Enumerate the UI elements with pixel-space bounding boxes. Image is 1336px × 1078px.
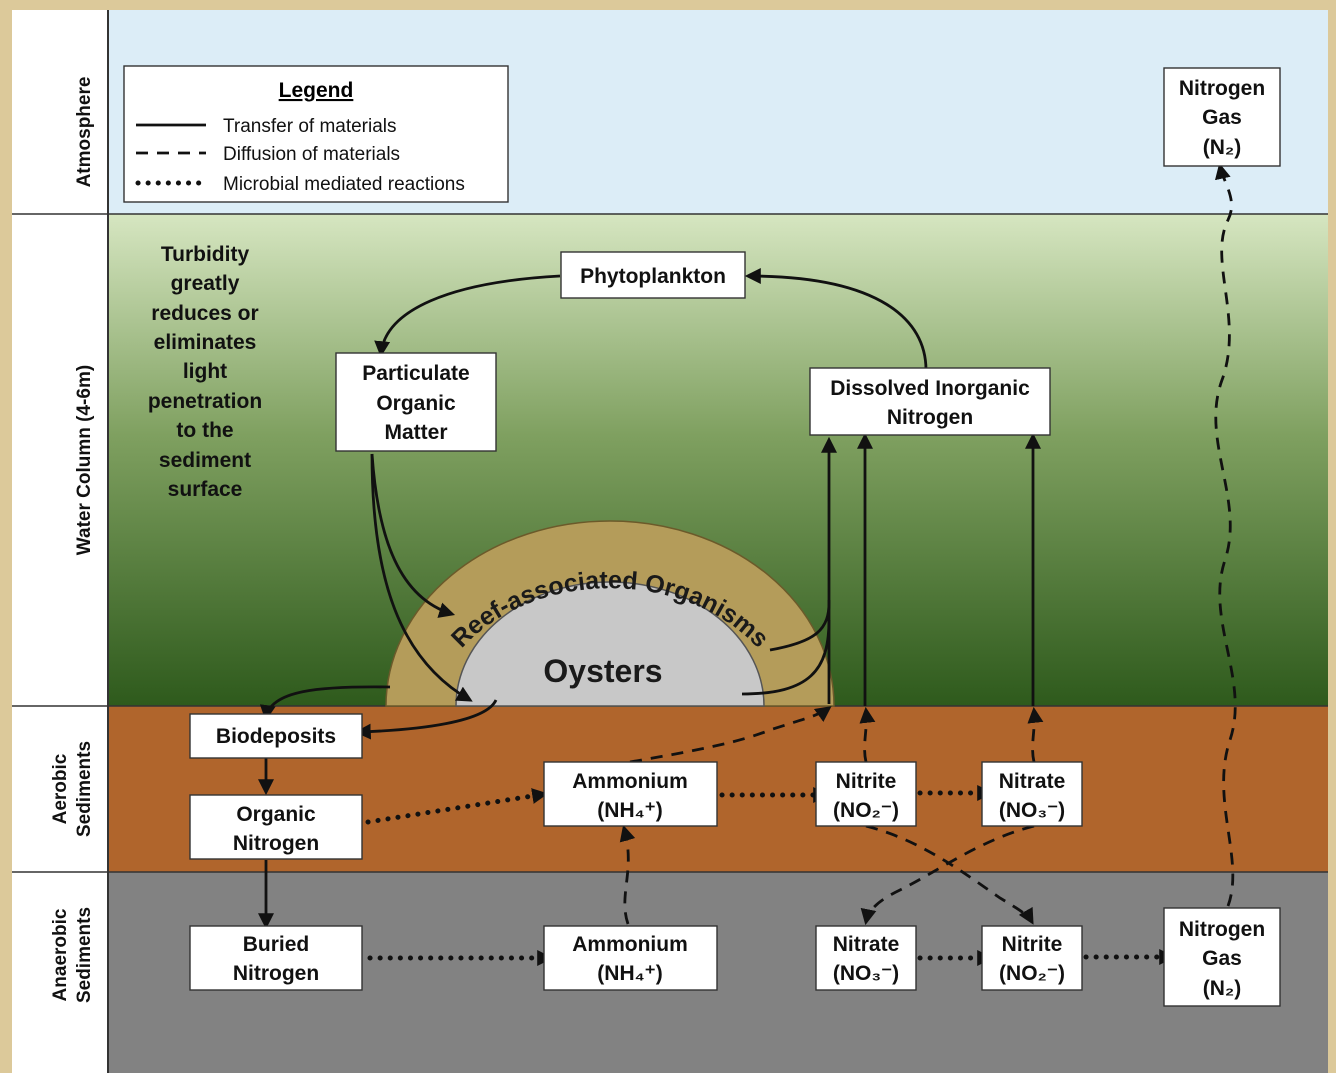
legend-title: Legend xyxy=(279,79,354,102)
dashed-nitrite-to-water xyxy=(859,706,876,763)
n2-atm-label: Nitrogen xyxy=(1179,77,1265,100)
box-biodeposits: Biodeposits xyxy=(189,713,363,759)
pom-label: Matter xyxy=(384,421,447,444)
dashed-nitrate-to-water xyxy=(1027,706,1044,763)
box-buried-nitrogen: Buried Nitrogen xyxy=(189,925,363,991)
legend-microbial-label: Microbial mediated reactions xyxy=(223,174,465,195)
buried-nitrogen-label: Buried xyxy=(243,933,310,956)
nitrate-label: Nitrate xyxy=(999,770,1066,793)
box-dissolved-inorganic-nitrogen: Dissolved Inorganic Nitrogen xyxy=(809,367,1051,436)
dashed-nitrate-down-to-nitrate xyxy=(860,824,1035,926)
zone-label-anaerobic: Anaerobic xyxy=(50,908,71,1001)
label-column xyxy=(12,10,108,1073)
nitrate-formula: (NO₃⁻) xyxy=(833,962,899,985)
organic-nitrogen-label: Nitrogen xyxy=(233,832,319,855)
arrow-phytoplankton-to-pom xyxy=(374,274,561,358)
n2-sed-label: Nitrogen xyxy=(1179,918,1265,941)
turbidity-line: sediment xyxy=(159,449,251,472)
arrow-oysters-to-biodeposits xyxy=(354,699,498,740)
biodeposits-label: Biodeposits xyxy=(216,725,336,748)
turbidity-line: Turbidity xyxy=(161,243,250,266)
transfer-arrows xyxy=(258,268,1041,930)
organic-nitrogen-label: Organic xyxy=(236,803,316,826)
dashed-n2-to-atmosphere xyxy=(1214,162,1237,907)
dashed-ammonium-to-water xyxy=(629,706,832,764)
nitrite-formula: (NO₂⁻) xyxy=(833,799,899,822)
dashed-nitrite-down-to-nitrite xyxy=(865,824,1034,925)
box-nitrogen-gas-atmosphere: Nitrogen Gas (N₂) xyxy=(1163,67,1281,167)
arrow-pom-to-reef-organisms xyxy=(370,453,456,618)
box-nitrite-aerobic: Nitrite (NO₂⁻) xyxy=(815,761,917,827)
arrow-din-to-phytoplankton xyxy=(744,268,928,371)
legend-box xyxy=(123,65,509,203)
ammonium-label: Ammonium xyxy=(572,770,688,793)
nitrite-formula: (NO₂⁻) xyxy=(999,962,1065,985)
pom-label: Organic xyxy=(376,392,456,415)
turbidity-note: Turbidity greatly reduces or eliminates … xyxy=(148,243,262,501)
ammonium-formula: (NH₄⁺) xyxy=(597,799,662,822)
turbidity-line: penetration xyxy=(148,390,262,413)
box-particulate-organic-matter: Particulate Organic Matter xyxy=(335,352,497,452)
phytoplankton-label: Phytoplankton xyxy=(580,265,726,288)
box-organic-nitrogen: Organic Nitrogen xyxy=(189,794,363,860)
arrow-pom-to-oysters xyxy=(370,453,473,702)
legend-transfer-label: Transfer of materials xyxy=(223,116,397,137)
buried-nitrogen-label: Nitrogen xyxy=(233,962,319,985)
box-phytoplankton: Phytoplankton xyxy=(560,251,746,299)
nitrite-label: Nitrite xyxy=(836,770,897,793)
oyster-reef: Reef-associated Organisms Oysters xyxy=(385,520,835,707)
nitrate-label: Nitrate xyxy=(833,933,900,956)
turbidity-line: reduces or xyxy=(151,302,258,325)
pom-label: Particulate xyxy=(362,362,469,385)
ammonium-formula: (NH₄⁺) xyxy=(597,962,662,985)
nitrate-formula: (NO₃⁻) xyxy=(999,799,1065,822)
zone-label-aerobic-sediments: Sediments xyxy=(74,741,95,837)
zone-label-atmosphere: Atmosphere xyxy=(74,77,95,188)
microbial-arrows xyxy=(365,785,1176,966)
oysters-label: Oysters xyxy=(543,653,662,689)
dashed-anaerobic-ammonium-up xyxy=(619,824,636,925)
turbidity-line: to the xyxy=(176,419,233,442)
din-label: Nitrogen xyxy=(887,406,973,429)
zone-label-aerobic: Aerobic xyxy=(50,753,71,824)
legend: Legend Transfer of materials Diffusion o… xyxy=(123,65,509,203)
box-ammonium-aerobic: Ammonium (NH₄⁺) xyxy=(543,761,718,827)
n2-sed-label: Gas xyxy=(1202,947,1242,970)
dotted-organic-n-to-ammonium xyxy=(365,788,549,825)
arrow-reef-to-biodeposits xyxy=(259,685,391,722)
box-nitrate-aerobic: Nitrate (NO₃⁻) xyxy=(981,761,1083,827)
din-label: Dissolved Inorganic xyxy=(830,377,1030,400)
box-nitrate-anaerobic: Nitrate (NO₃⁻) xyxy=(815,925,917,991)
turbidity-line: greatly xyxy=(171,272,240,295)
ammonium-label: Ammonium xyxy=(572,933,688,956)
legend-diffusion-label: Diffusion of materials xyxy=(223,144,400,165)
n2-atm-label: Gas xyxy=(1202,106,1242,129)
zone-label-water-column: Water Column (4-6m) xyxy=(74,365,95,555)
nitrite-label: Nitrite xyxy=(1002,933,1063,956)
n2-sed-formula: (N₂) xyxy=(1203,977,1241,1000)
zone-label-anaerobic-sediments: Sediments xyxy=(74,907,95,1003)
diffusion-arrows xyxy=(619,162,1237,926)
turbidity-line: eliminates xyxy=(154,331,257,354)
turbidity-line: surface xyxy=(168,478,243,501)
n2-atm-formula: (N₂) xyxy=(1203,136,1241,159)
box-nitrogen-gas-sediment: Nitrogen Gas (N₂) xyxy=(1163,907,1281,1007)
oysters-core xyxy=(455,581,765,707)
turbidity-line: light xyxy=(183,360,227,383)
box-ammonium-anaerobic: Ammonium (NH₄⁺) xyxy=(543,925,718,991)
box-nitrite-anaerobic: Nitrite (NO₂⁻) xyxy=(981,925,1083,991)
